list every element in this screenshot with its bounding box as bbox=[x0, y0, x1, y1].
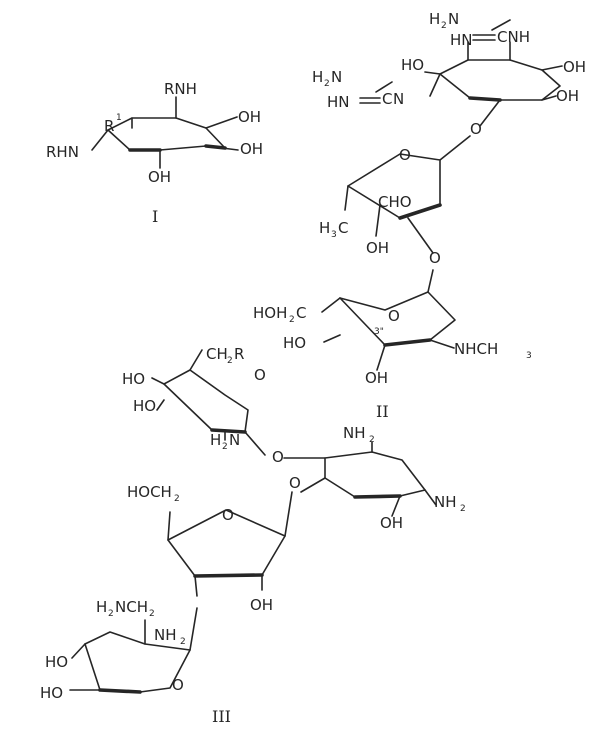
structure-iii-label-nh2-bottom-sub: 2 bbox=[180, 637, 186, 647]
structure-ii-label-glyco-o: O bbox=[470, 120, 482, 138]
structure-i-label-oh-bottom: OH bbox=[148, 168, 171, 186]
structure-i-label-rhn: RHN bbox=[46, 143, 79, 161]
structure-iii-label-ho-mid: HO bbox=[133, 397, 156, 415]
structure-i-label-r-sup: 1 bbox=[116, 113, 122, 123]
structure-ii-label-oh-lower: OH bbox=[556, 87, 579, 105]
structure-iii-deoxystreptamine-ring bbox=[283, 441, 437, 517]
structure-ii-label-hoh2c: HOH bbox=[253, 304, 287, 322]
structure-ii-guanidine-bonds bbox=[359, 19, 511, 104]
structure-ii-label-3double-prime: 3" bbox=[374, 327, 384, 337]
structure-iii-label-hoch2: HOCH bbox=[127, 483, 172, 501]
structure-iii-ribose-ring bbox=[167, 491, 293, 597]
structure-iii-label-oh-mid: OH bbox=[380, 514, 403, 532]
structure-iii-label-h2nch2-sub: 2 bbox=[108, 609, 114, 619]
structure-ii-label-link-o: O bbox=[429, 249, 441, 267]
structure-ii-label-c: C bbox=[382, 90, 392, 108]
structure-ii-label-h2n-left: H bbox=[312, 68, 323, 86]
structure-iii-top-ring bbox=[151, 349, 266, 456]
structure-ii: H 2 N HN CNH HO OH OH H 2 N HN C N O O H… bbox=[253, 10, 586, 421]
structure-iii-label-nh2-top: NH bbox=[343, 424, 366, 442]
structure-ii-glucosamine-ring bbox=[321, 269, 456, 371]
structure-ii-label-n-left: N bbox=[331, 68, 342, 86]
structure-ii-label-sub-left: 2 bbox=[324, 79, 330, 89]
structure-ii-label-sub: 2 bbox=[441, 21, 447, 31]
structure-iii-label-ho-top: HO bbox=[122, 370, 145, 388]
structure-ii-label-hoh2c-sub: 2 bbox=[289, 315, 295, 325]
structure-ii-label-nhch3: NHCH bbox=[454, 340, 498, 358]
structure-iii-label-h2nch2: H bbox=[96, 598, 107, 616]
structure-iii-label-h2n-n: N bbox=[229, 431, 240, 449]
structure-iii-label-nch2-sub: 2 bbox=[149, 609, 155, 619]
structure-iii-label-nch2: NCH bbox=[115, 598, 148, 616]
structure-ii-label-ring-o-lower: O bbox=[388, 307, 400, 325]
structure-i-label-rnh: RNH bbox=[164, 80, 197, 98]
structure-iii-label-o-glyco: O bbox=[289, 474, 301, 492]
structure-ii-label-hn-left: HN bbox=[327, 93, 350, 111]
structure-ii-label-cnh: CNH bbox=[497, 28, 530, 46]
structure-ii-label-nhch3-sub: 3 bbox=[526, 351, 532, 361]
structure-ii-label-hoh2c-c: C bbox=[296, 304, 306, 322]
structure-ii-label-oh-furanose: OH bbox=[366, 239, 389, 257]
structure-iii-label-ho-lowest: HO bbox=[40, 684, 63, 702]
structure-iii-label-ch2r-r: R bbox=[234, 345, 244, 363]
structure-iii-bottom-ring bbox=[69, 607, 198, 694]
structure-ii-label-n2: N bbox=[393, 90, 404, 108]
structure-ii-label-ho: HO bbox=[401, 56, 424, 74]
structure-ii-label-h2n-top: H bbox=[429, 10, 440, 28]
structure-i: RNH R 1 RHN OH OH OH I bbox=[46, 80, 263, 226]
structure-iii-label-ch2r-sub: 2 bbox=[227, 356, 233, 366]
structure-i-numeral: I bbox=[152, 207, 158, 226]
structure-iii-label-ch2r: CH bbox=[206, 345, 228, 363]
structure-i-ring bbox=[91, 96, 239, 169]
structure-iii-label-link-o-mid: O bbox=[272, 448, 284, 466]
structure-ii-numeral: II bbox=[376, 402, 389, 421]
structure-i-label-r: R bbox=[104, 117, 114, 135]
structure-ii-label-n: N bbox=[448, 10, 459, 28]
structure-ii-label-h3c-sub: 3 bbox=[331, 230, 337, 240]
structure-iii-label-nh2-top-sub: 2 bbox=[369, 435, 375, 445]
structure-iii-label-ring-o-top: O bbox=[254, 366, 266, 384]
structure-iii-label-oh-ribose: OH bbox=[250, 596, 273, 614]
structure-ii-label-cho: CHO bbox=[378, 193, 412, 211]
structure-ii-label-hn: HN bbox=[450, 31, 473, 49]
structure-iii-label-ring-o-bottom: O bbox=[172, 676, 184, 694]
structure-iii-label-hoch2-sub: 2 bbox=[174, 494, 180, 504]
structure-iii-label-ho-bottom: HO bbox=[45, 653, 68, 671]
structure-iii-label-h2n-sub: 2 bbox=[222, 442, 228, 452]
structure-iii-label-h2n-top: H bbox=[210, 431, 221, 449]
structure-iii: HO CH 2 R O HO H 2 N O NH 2 NH 2 OH HOCH… bbox=[40, 345, 466, 726]
structure-ii-inositol-ring bbox=[424, 41, 563, 127]
structure-ii-label-oh-right: OH bbox=[563, 58, 586, 76]
structure-iii-label-nh2-bottom: NH bbox=[154, 626, 177, 644]
structure-i-label-oh-top: OH bbox=[238, 108, 261, 126]
structure-ii-furanose-ring bbox=[344, 135, 471, 254]
structure-iii-label-nh2-right: NH bbox=[434, 493, 457, 511]
structure-ii-label-ho-lower: HO bbox=[283, 334, 306, 352]
structure-i-label-oh-right: OH bbox=[240, 140, 263, 158]
structure-iii-label-nh2-right-sub: 2 bbox=[460, 504, 466, 514]
structure-ii-label-h3c: H bbox=[319, 219, 330, 237]
structure-ii-label-ring-o: O bbox=[399, 146, 411, 164]
structure-iii-numeral: III bbox=[212, 707, 231, 726]
structure-ii-label-h3c-c: C bbox=[338, 219, 348, 237]
structure-iii-label-ribose-o: O bbox=[222, 506, 234, 524]
structure-ii-label-oh-lower-ring: OH bbox=[365, 369, 388, 387]
